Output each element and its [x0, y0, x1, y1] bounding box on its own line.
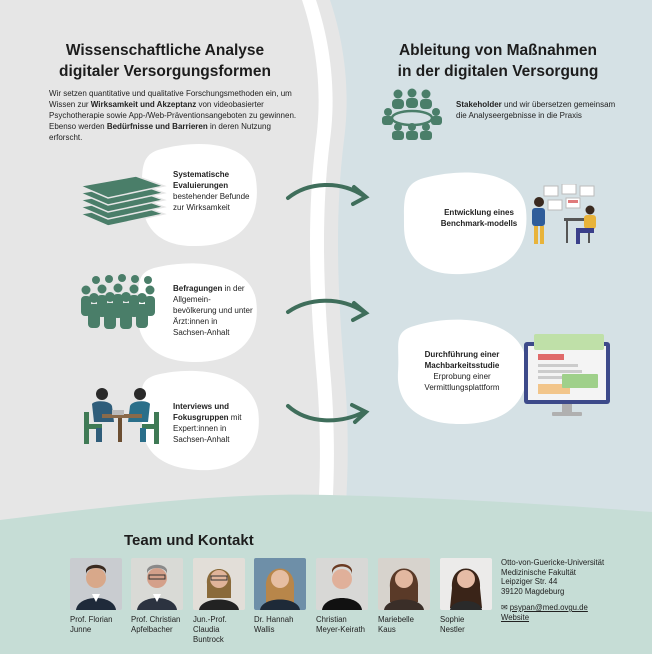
right-title-line2: in der digitalen Versorgung	[397, 63, 599, 80]
email-link[interactable]: psypan@med.ovgu.de	[509, 603, 588, 612]
avatar	[440, 558, 492, 610]
avatar	[254, 558, 306, 610]
team-member-name: Sophie Nestler	[440, 615, 496, 635]
left-title: Wissenschaftliche Analyse digitaler Vers…	[40, 40, 290, 82]
avatar	[131, 558, 183, 610]
right-item-1-bold: Entwicklung eines Benchmark-modells	[440, 208, 518, 228]
stacked-papers-icon	[77, 175, 167, 227]
left-item-2-text: in der Allgemein-bevölkerung und unter Ä…	[173, 284, 253, 337]
member-name-line2: Wallis	[254, 625, 275, 634]
left-title-line1: Wissenschaftliche Analyse	[65, 42, 265, 59]
member-name-line2: Kaus	[378, 625, 396, 634]
left-item-2-bold: Befragungen	[173, 284, 223, 293]
member-name-line2: Junne	[70, 625, 92, 634]
member-name-line3: Buntrock	[193, 635, 224, 644]
interview-icon	[84, 388, 159, 444]
presentation-icon	[532, 184, 596, 244]
contact-line4: 39120 Magdeburg	[501, 586, 565, 596]
contact-line3: Leipziger Str. 44	[501, 577, 558, 586]
meeting-table-icon	[382, 88, 442, 140]
monitor-icon	[524, 334, 610, 416]
member-name-line1: Prof. Christian	[131, 615, 181, 624]
right-item-2: Durchführung einer Machbarkeitsstudie Er…	[412, 349, 512, 393]
contact-line2: Medizinische Fakultät	[501, 567, 576, 577]
member-name-line1: Prof. Florian	[70, 615, 113, 624]
member-name-line1: Dr. Hannah	[254, 615, 294, 624]
team-member-name: Christian Meyer-Keirath	[316, 615, 378, 635]
member-name-line2: Meyer-Keirath	[316, 625, 365, 634]
team-member-name: Prof. Christian Apfelbacher	[131, 615, 193, 635]
right-title-line1: Ableitung von Maßnahmen	[398, 42, 598, 59]
left-item-1-bold: Systematische Evaluierungen	[173, 170, 230, 190]
stakeholder-text: Stakeholder und wir übersetzen gemeinsam…	[456, 99, 616, 121]
team-member-name: Jun.-Prof. Claudia Buntrock	[193, 615, 253, 645]
crowd-icon	[81, 274, 155, 329]
website-link[interactable]: Website	[501, 612, 530, 622]
team-member-name: Mariebelle Kaus	[378, 615, 438, 635]
left-intro-text: Wir setzen quantitative und qualitative …	[49, 88, 297, 143]
stakeholder-body: und wir übersetzen gemeinsam die Analyse…	[456, 100, 616, 120]
stakeholder-bold: Stakeholder	[456, 100, 502, 109]
member-name-line2: Claudia	[193, 625, 220, 634]
contact-block: Otto-von-Guericke-Universität Medizinisc…	[501, 558, 646, 622]
member-name-line1: Mariebelle	[378, 615, 414, 624]
team-member-name: Dr. Hannah Wallis	[254, 615, 314, 635]
left-item-1-text: bestehender Befunde zur Wirksamkeit	[173, 192, 250, 212]
intro-part1: Wir setzen quantitative und qualitative …	[49, 89, 292, 109]
intro-bold2: Bedürfnisse und Barrieren	[106, 122, 208, 131]
team-title: Team und Kontakt	[124, 532, 254, 549]
avatar	[316, 558, 368, 610]
avatar	[378, 558, 430, 610]
intro-part2: von videobasierter Psychotherapie sowie …	[49, 100, 297, 131]
intro-bold1: Wirksamkeit und Akzeptanz	[90, 100, 197, 109]
avatar	[193, 558, 245, 610]
member-name-line2: Nestler	[440, 625, 465, 634]
right-item-2-bold: Durchführung einer Machbarkeitsstudie	[424, 350, 500, 370]
member-name-line2: Apfelbacher	[131, 625, 173, 634]
left-title-line2: digitaler Versorgungsformen	[59, 63, 271, 80]
left-item-3-text: mit Expert:innen in Sachsen-Anhalt	[173, 413, 242, 444]
intro-part3: in deren Nutzung erforscht.	[49, 122, 271, 142]
left-item-3-bold: Interviews und Fokusgruppen	[173, 402, 230, 422]
left-item-2: Befragungen in der Allgemein-bevölkerung…	[173, 283, 253, 338]
member-name-line1: Christian	[316, 615, 347, 624]
contact-line1: Otto-von-Guericke-Universität	[501, 558, 605, 567]
avatar	[70, 558, 122, 610]
right-title: Ableitung von Maßnahmen in der digitalen…	[368, 40, 628, 82]
member-name-line1: Sophie	[440, 615, 465, 624]
right-item-1: Entwicklung eines Benchmark-modells	[434, 207, 524, 229]
right-item-2-text: Erprobung einer Vermittlungsplattform	[424, 372, 500, 392]
member-name-line1: Jun.-Prof.	[193, 615, 227, 624]
left-item-3: Interviews und Fokusgruppen mit Expert:i…	[173, 401, 255, 445]
left-item-1: Systematische Evaluierungen bestehender …	[173, 169, 251, 213]
email-icon: ✉	[501, 603, 508, 612]
team-member-name: Prof. Florian Junne	[70, 615, 130, 635]
